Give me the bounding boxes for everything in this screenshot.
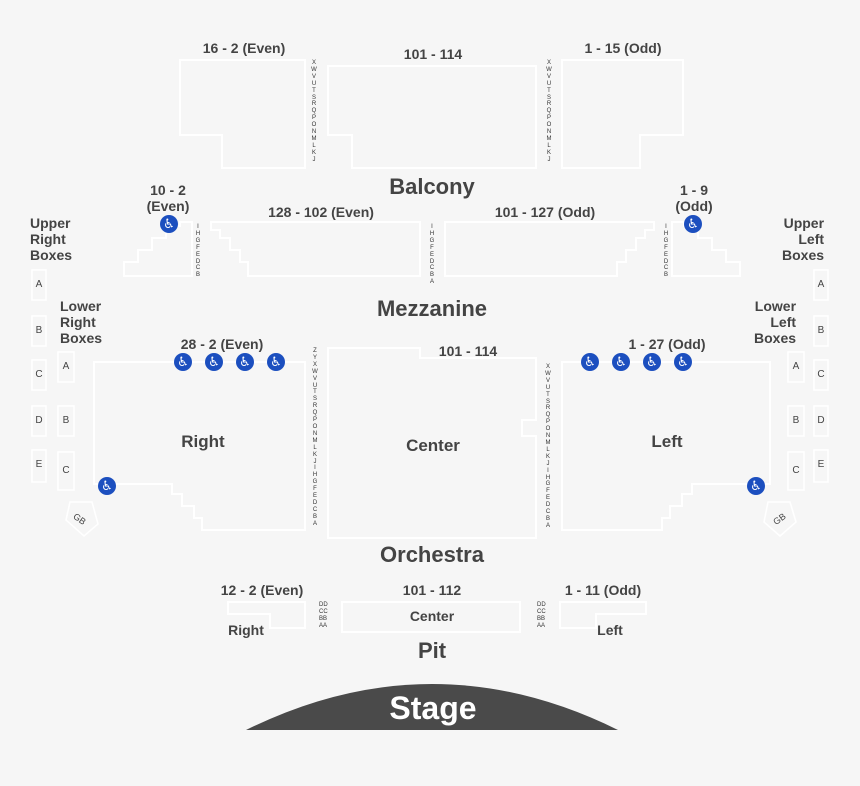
mezzanine-right-row-letters: I H G F E D C B — [663, 224, 669, 279]
upper-left-box-b[interactable]: B — [817, 325, 825, 336]
wheelchair-icon[interactable]: ♿ — [98, 477, 116, 495]
balcony-left-range: 16 - 2 (Even) — [202, 40, 286, 56]
lower-right-box-a[interactable]: A — [62, 361, 70, 372]
pit-center-section[interactable] — [341, 601, 521, 633]
balcony-center-range: 101 - 114 — [403, 46, 463, 62]
balcony-left-row-letters: X W V U T S R Q P O N M L K J — [311, 60, 317, 163]
orchestra-center-section[interactable] — [327, 347, 537, 539]
lower-right-boxes-label: Lower Right Boxes — [60, 298, 103, 346]
orchestra-right-section[interactable] — [93, 361, 306, 531]
upper-left-box-e[interactable]: E — [817, 459, 825, 470]
lower-left-boxes-label: Lower Left Boxes — [754, 298, 797, 346]
pit-left-section[interactable] — [559, 601, 647, 629]
orchestra-center-section-label: Center — [406, 436, 460, 455]
mezzanine-far-left-section[interactable] — [123, 221, 193, 277]
mezzanine-left-range: 128 - 102 (Even) — [268, 204, 374, 220]
orchestra-right-section-label: Right — [181, 432, 225, 451]
wheelchair-icon[interactable]: ♿ — [174, 353, 192, 371]
upper-left-boxes[interactable] — [813, 269, 829, 483]
balcony-left-section[interactable] — [179, 59, 306, 169]
orchestra-right-row-letters: X W V U T S R Q P O N M L K J I H G F E … — [545, 364, 551, 529]
orchestra-center-range: 101 - 114 — [438, 343, 498, 359]
pit-center-section-label: Center — [409, 608, 455, 624]
upper-left-box-a[interactable]: A — [817, 279, 825, 290]
upper-right-boxes[interactable] — [31, 269, 47, 483]
balcony-right-range: 1 - 15 (Odd) — [584, 40, 662, 56]
wheelchair-icon[interactable]: ♿ — [267, 353, 285, 371]
upper-right-box-c[interactable]: C — [35, 369, 43, 380]
wheelchair-icon[interactable]: ♿ — [581, 353, 599, 371]
upper-left-box-c[interactable]: C — [817, 369, 825, 380]
wheelchair-icon[interactable]: ♿ — [160, 215, 178, 233]
mezzanine-left-section[interactable] — [210, 221, 421, 277]
mezzanine-center-row-letters: I H G F E D C B A — [429, 224, 435, 286]
mezzanine-left-row-letters: I H G F E D C B — [195, 224, 201, 279]
lower-left-box-a[interactable]: A — [792, 361, 800, 372]
wheelchair-icon[interactable]: ♿ — [643, 353, 661, 371]
pit-right-section[interactable] — [227, 601, 306, 629]
pit-left-section-label: Left — [597, 622, 623, 638]
mezzanine-right-range: 101 - 127 (Odd) — [494, 204, 596, 220]
orchestra-left-row-letters: Z Y X W V U T S R Q P O N M L K J I H G … — [312, 348, 318, 527]
lower-right-box-c[interactable]: C — [62, 465, 70, 476]
lower-right-boxes[interactable] — [57, 351, 99, 538]
upper-left-boxes-label: Upper Left Boxes — [782, 215, 825, 263]
wheelchair-icon[interactable]: ♿ — [684, 215, 702, 233]
mezzanine-right-section[interactable] — [444, 221, 655, 277]
pit-left-range: 12 - 2 (Even) — [220, 582, 304, 598]
stage — [246, 684, 618, 730]
pit-left-row-letters: DD CC BB AA — [319, 602, 328, 629]
wheelchair-icon[interactable]: ♿ — [236, 353, 254, 371]
upper-right-box-d[interactable]: D — [35, 415, 43, 426]
orchestra-label: Orchestra — [380, 542, 484, 567]
upper-right-boxes-label: Upper Right Boxes — [30, 215, 73, 263]
wheelchair-icon[interactable]: ♿ — [205, 353, 223, 371]
lower-left-boxes[interactable] — [763, 351, 805, 538]
wheelchair-icon[interactable]: ♿ — [612, 353, 630, 371]
pit-label: Pit — [417, 638, 447, 663]
wheelchair-icon[interactable]: ♿ — [674, 353, 692, 371]
orchestra-left-range: 28 - 2 (Even) — [180, 336, 264, 352]
pit-right-row-letters: DD CC BB AA — [537, 602, 546, 629]
pit-right-section-label: Right — [228, 622, 264, 638]
mezzanine-far-right-range: 1 - 9 (Odd) — [675, 182, 713, 214]
balcony-label: Balcony — [389, 174, 475, 199]
orchestra-left-section[interactable] — [561, 361, 771, 531]
upper-right-box-a[interactable]: A — [35, 279, 43, 290]
balcony-right-row-letters: X W V U T S R Q P O N M L K J — [546, 60, 552, 163]
mezzanine-far-right-section[interactable] — [671, 221, 741, 277]
lower-right-box-b[interactable]: B — [62, 415, 70, 426]
upper-right-box-e[interactable]: E — [35, 459, 43, 470]
upper-left-box-d[interactable]: D — [817, 415, 825, 426]
mezzanine-far-left-range: 10 - 2 (Even) — [146, 182, 190, 214]
orchestra-right-range: 1 - 27 (Odd) — [628, 336, 706, 352]
mezzanine-label: Mezzanine — [376, 296, 488, 321]
orchestra-left-section-label: Left — [651, 432, 683, 451]
lower-left-box-c[interactable]: C — [792, 465, 800, 476]
balcony-right-section[interactable] — [561, 59, 684, 169]
stage-label: Stage — [389, 690, 477, 726]
lower-left-box-b[interactable]: B — [792, 415, 800, 426]
upper-right-box-b[interactable]: B — [35, 325, 43, 336]
pit-right-range: 1 - 11 (Odd) — [564, 582, 642, 598]
balcony-center-section[interactable] — [327, 65, 537, 169]
wheelchair-icon[interactable]: ♿ — [747, 477, 765, 495]
pit-center-range: 101 - 112 — [402, 582, 462, 598]
